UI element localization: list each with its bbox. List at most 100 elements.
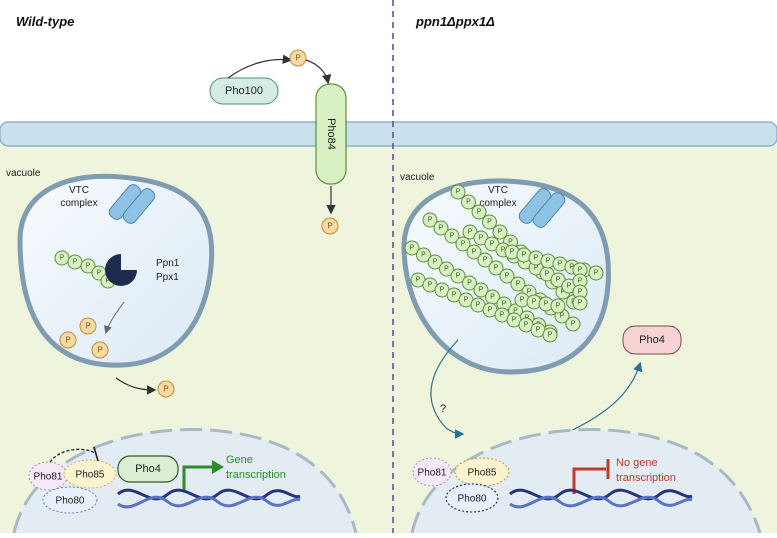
polyphosphate-bead-label: P [545, 271, 550, 278]
polyphosphate-bead-label: P [527, 289, 532, 296]
polyphosphate-bead [492, 224, 508, 240]
polyphosphate-bead [427, 254, 443, 270]
left-panel-title: Wild-type [16, 14, 74, 29]
polyphosphate-bead-label: P [560, 313, 565, 320]
polyphosphate-chain-left: P P P P P [54, 250, 116, 289]
polyphosphate-bead-label: P [464, 297, 469, 304]
plasma-membrane [0, 121, 777, 147]
polyphosphate-bead-label: P [456, 273, 461, 280]
polyphosphate-bead [450, 268, 466, 284]
pho4-right [622, 325, 682, 355]
polyphosphate-bead-label: P [461, 241, 466, 248]
polyphosphate-bead-label: P [483, 257, 488, 264]
polyphosphate-bead-label: P [410, 245, 415, 252]
polyphosphate-bead-label: P [428, 217, 433, 224]
vtc-label-left-2: complex [60, 198, 97, 209]
polyphosphate-bead-label: P [534, 255, 539, 262]
polyphosphate-bead-label: P [500, 312, 505, 319]
nogene-label-2: transcription [616, 472, 676, 484]
pho81-right [412, 457, 452, 487]
dna-right [509, 488, 693, 509]
polyphosphate-bead-label: P [567, 283, 572, 290]
polyphosphate-bead-label: P [578, 289, 583, 296]
ppn1-label: Ppn1 [156, 258, 180, 269]
polyphosphate-bead [439, 261, 454, 277]
polyphosphate-bead [416, 247, 431, 263]
polyphosphate-bead [510, 276, 526, 292]
pho84-transporter [315, 83, 347, 185]
vtc-complex-left [108, 184, 156, 224]
pho4-left [117, 455, 179, 483]
svg-text:P: P [327, 222, 332, 231]
nogene-label-1: No gene [616, 457, 658, 469]
polyphosphate-bead [433, 220, 449, 236]
extracellular-phosphate: P [289, 49, 307, 67]
svg-text:P: P [73, 259, 78, 266]
svg-text:Pho80: Pho80 [458, 494, 487, 505]
activation-arrowhead [212, 460, 224, 474]
activation-arrow [182, 465, 214, 492]
pho80-left [42, 486, 98, 514]
polyphosphate-bead-label: P [578, 300, 583, 307]
pho81-inhibition-dashed [49, 448, 97, 463]
polyphosphate-bead-label: P [498, 229, 503, 236]
polyphosphate-bead [466, 244, 482, 260]
pho100-box [209, 77, 279, 105]
polyphosphate-bead-label: P [546, 258, 551, 265]
pho85-left [63, 459, 117, 489]
polyphosphate-bead [444, 228, 460, 244]
inhibition-arrow [572, 467, 606, 494]
polyphosphate-bead-label: P [570, 264, 575, 271]
polyphosphate-bead-label: P [571, 321, 576, 328]
polyphosphate-bead-label: P [444, 266, 449, 273]
polyphosphate-bead-label: P [513, 308, 518, 315]
polyphosphate-bead-label: P [544, 301, 549, 308]
polyphosphate-bead-label: P [524, 322, 529, 329]
svg-text:P: P [65, 336, 70, 345]
svg-text:Pho81: Pho81 [34, 472, 63, 483]
polyphosphate-bead [461, 194, 476, 210]
pho80-right [445, 483, 499, 513]
imported-phosphate: P [321, 217, 339, 235]
polyphosphate-bead-label: P [468, 229, 473, 236]
svg-text:Pho80: Pho80 [56, 496, 85, 507]
cytosolic-phosphate-left: P [157, 380, 175, 398]
gene-label-2: transcription [226, 469, 286, 481]
question-mark: ? [440, 403, 446, 415]
polyphosphate-bead-label: P [452, 292, 457, 299]
polyphosphate-bead-label: P [556, 303, 561, 310]
phosphate-to-pho84-arrow [305, 59, 332, 85]
polyphosphate-bead-label: P [433, 259, 438, 266]
phosphate-export-arrow [115, 377, 157, 395]
polyphosphate-bead [588, 265, 604, 281]
polyphosphate-bead-label: P [428, 282, 433, 289]
vtc-label-right-2: complex [479, 198, 516, 209]
polyphosphate-bead [488, 260, 504, 276]
vacuole-label-left: vacuole [6, 168, 41, 179]
ppn1-ppx1-enzyme [105, 254, 137, 286]
svg-text:Pho4: Pho4 [135, 463, 161, 475]
polyphosphate-bead-label: P [548, 332, 553, 339]
polyphosphate-bead [550, 298, 566, 314]
polyphosphate-bead-label: P [505, 273, 510, 280]
polyphosphate-bead-label: P [512, 317, 517, 324]
polyphosphate-bead-label: P [488, 307, 493, 314]
polyphosphate-bead [404, 240, 420, 256]
unknown-link-arrow [430, 339, 465, 439]
svg-text:Pho4: Pho4 [639, 334, 665, 346]
dna-left [117, 488, 301, 509]
polyphosphate-bead [462, 275, 477, 291]
polyphosphate-bead [572, 295, 588, 311]
polyphosphate-bead [422, 212, 438, 228]
polyphosphate-bead [473, 282, 489, 298]
polyphosphate-bead-label: P [532, 299, 537, 306]
vacuole-label-right: vacuole [400, 172, 435, 183]
ppx1-label: Ppx1 [156, 272, 179, 283]
polyphosphate-chains-right: PPPPPPPPPPPPPPPPPPPPPPPPPPPPPPPPPPPPPPPP… [404, 184, 604, 343]
polyphosphate-bead-label: P [472, 249, 477, 256]
polyphosphate-bead-label: P [466, 199, 471, 206]
polyphosphate-bead-label: P [450, 233, 455, 240]
inhibition-bar-left [93, 446, 99, 462]
